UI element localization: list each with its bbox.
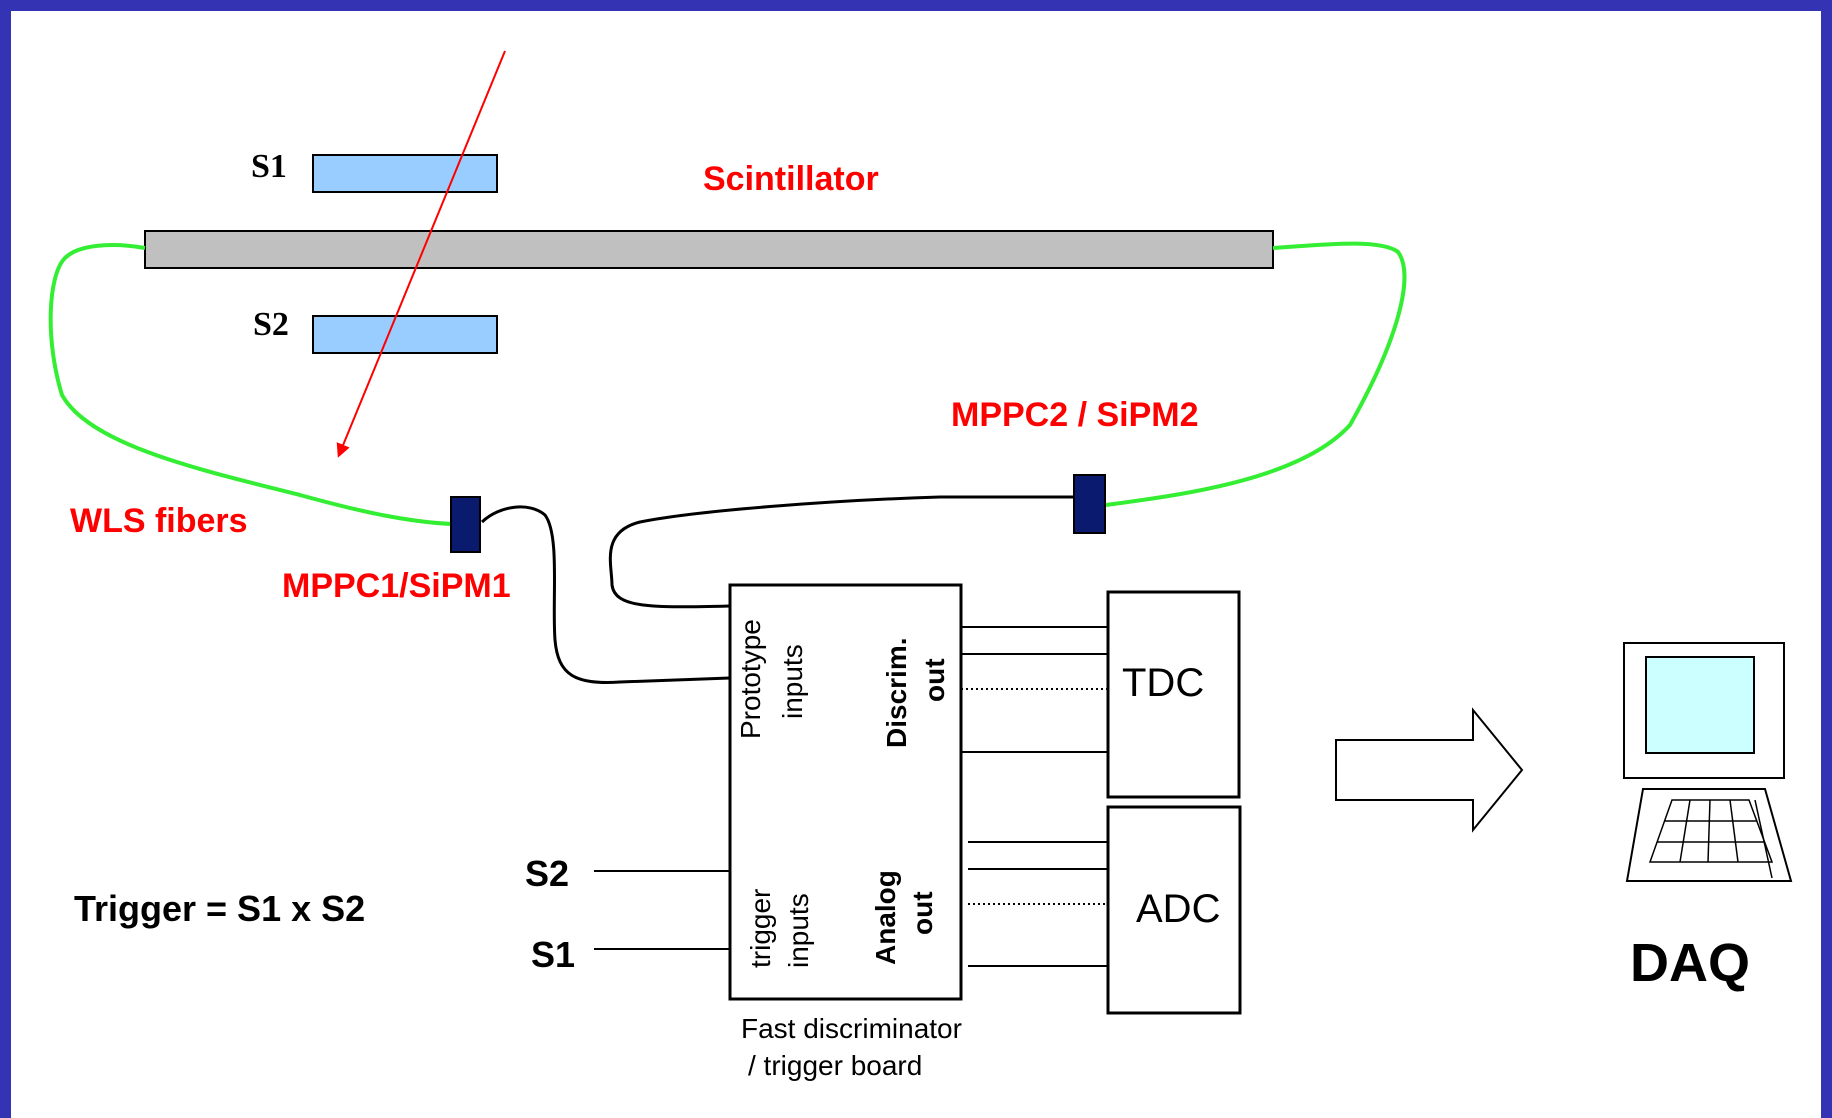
input-s2-label: S2 [525,853,569,894]
discrim-out-label-2: out [919,658,950,702]
sipm2 [1073,474,1106,534]
data-flow-arrow [1335,707,1524,833]
mppc1-label: MPPC1/SiPM1 [282,567,511,605]
adc-label: ADC [1136,887,1220,931]
cable-sipm2 [608,495,1074,609]
counter-s2 [312,315,498,354]
tdc-label: TDC [1122,661,1204,705]
analog-out-label: Analog [870,870,901,965]
scintillator-bar [144,230,1274,269]
scintillator-label: Scintillator [703,160,879,198]
trigger-inputs-label-2: inputs [783,893,814,968]
cable-sipm1 [480,505,731,684]
prototype-inputs-label-2: inputs [777,644,808,719]
mppc2-label: MPPC2 / SiPM2 [951,396,1199,434]
wls-fibers-label: WLS fibers [70,502,248,540]
trigger-inputs-label: trigger [745,889,776,968]
tdc-module [1106,590,1241,799]
wls-fiber-left [48,243,453,526]
discrim-out-label: Discrim. [881,638,912,749]
board-caption-line1: Fast discriminator [741,1013,962,1044]
analog-out-label-2: out [907,891,938,935]
daq-label: DAQ [1630,933,1750,993]
counter-s1 [312,154,498,193]
sipm1 [450,496,481,553]
counter-s2-label: S2 [253,306,289,343]
discriminator-board [728,583,963,1001]
board-caption-line2: / trigger board [748,1050,922,1081]
wls-fiber-right [1105,241,1407,507]
prototype-inputs-label: Prototype [735,619,766,739]
trigger-formula: Trigger = S1 x S2 [74,888,365,929]
adc-module [1106,805,1242,1015]
input-s1-label: S1 [531,934,575,975]
particle-track-arrow [336,50,506,458]
counter-s1-label: S1 [251,148,287,185]
daq-computer-icon [1623,642,1793,882]
